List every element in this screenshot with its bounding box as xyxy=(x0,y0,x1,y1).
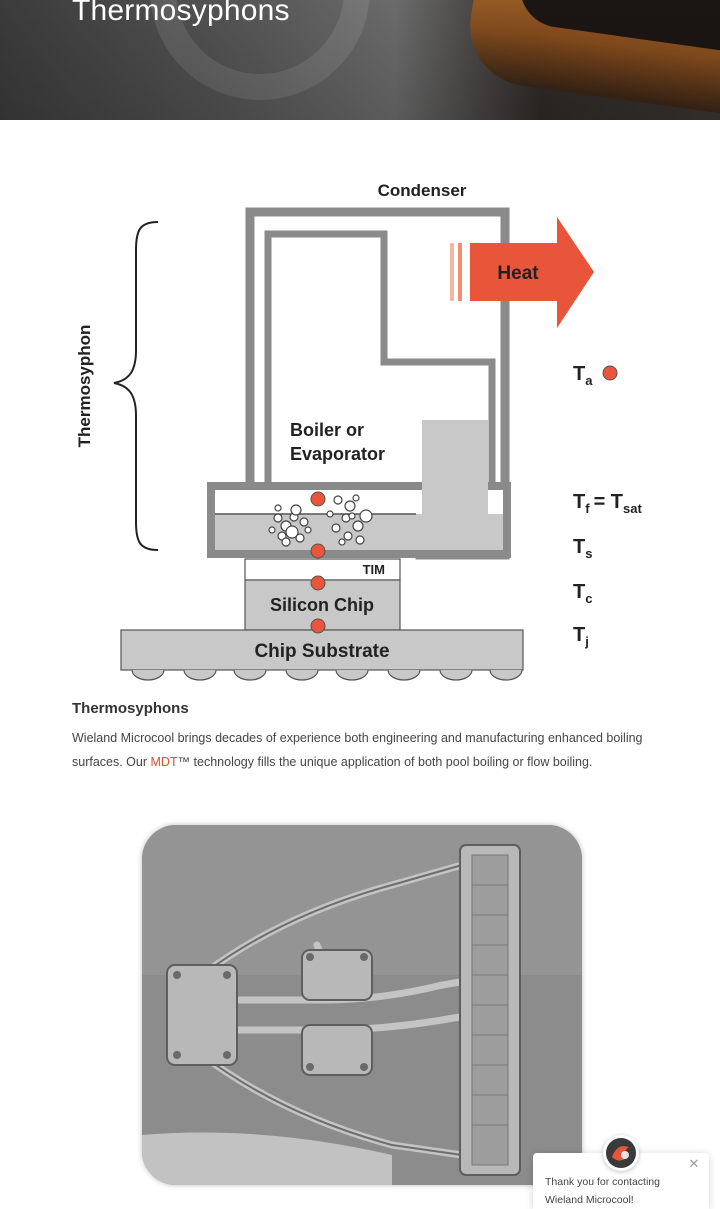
boiler-label-line1: Boiler or xyxy=(290,420,364,440)
thermosyphon-photo-illustration xyxy=(142,825,582,1185)
ts-label: Ts xyxy=(573,536,592,561)
page-title: Thermosyphons xyxy=(72,0,290,27)
chat-message: Thank you for contacting Wieland Microco… xyxy=(545,1176,660,1206)
temperature-points xyxy=(310,365,618,634)
hero-background-shade xyxy=(0,0,720,120)
silicon-chip-label: Silicon Chip xyxy=(270,595,374,615)
chip-substrate xyxy=(120,629,524,671)
tc-label: Tc xyxy=(573,581,592,606)
tj-label: Tj xyxy=(573,624,589,649)
thermosyphon-brace xyxy=(113,221,159,551)
boiling-bubbles xyxy=(268,494,373,547)
solder-balls xyxy=(131,669,523,681)
thermosyphon-diagram-svg: Condenser Boiler or Evaporator TIM Si xyxy=(75,181,642,681)
chip-substrate-label: Chip Substrate xyxy=(254,641,389,662)
tim-label: TIM xyxy=(363,562,385,577)
hero-banner: Thermosyphons xyxy=(0,0,720,120)
heat-label: Heat xyxy=(497,263,539,284)
boiler-label-line2: Evaporator xyxy=(290,444,385,464)
radiator-fins xyxy=(472,884,508,1126)
mdt-link[interactable]: MDT xyxy=(150,755,178,769)
temperature-labels: Ta Tf= Tsat Ts Tc Tj xyxy=(573,363,642,649)
mounting-holes xyxy=(173,953,368,1071)
section-body: Wieland Microcool brings decades of expe… xyxy=(72,726,648,774)
downcomer-liquid xyxy=(422,420,488,538)
section-body-part2: ™ technology fills the unique applicatio… xyxy=(177,755,593,769)
heat-arrow xyxy=(450,217,594,328)
close-icon[interactable]: ✕ xyxy=(688,1156,700,1171)
thermosyphon-diagram: Condenser Boiler or Evaporator TIM Si xyxy=(60,170,660,690)
section-body-part1: Wieland Microcool brings decades of expe… xyxy=(72,731,643,769)
section-title: Thermosyphons xyxy=(72,700,189,717)
tf-label: Tf= Tsat xyxy=(573,491,642,516)
chat-avatar-icon xyxy=(606,1138,636,1168)
ta-label: Ta xyxy=(573,363,593,388)
thermosyphon-label: Thermosyphon xyxy=(75,325,94,448)
chat-avatar[interactable] xyxy=(603,1135,639,1171)
thermosyphon-photo xyxy=(142,825,582,1185)
condenser-label: Condenser xyxy=(378,181,467,200)
